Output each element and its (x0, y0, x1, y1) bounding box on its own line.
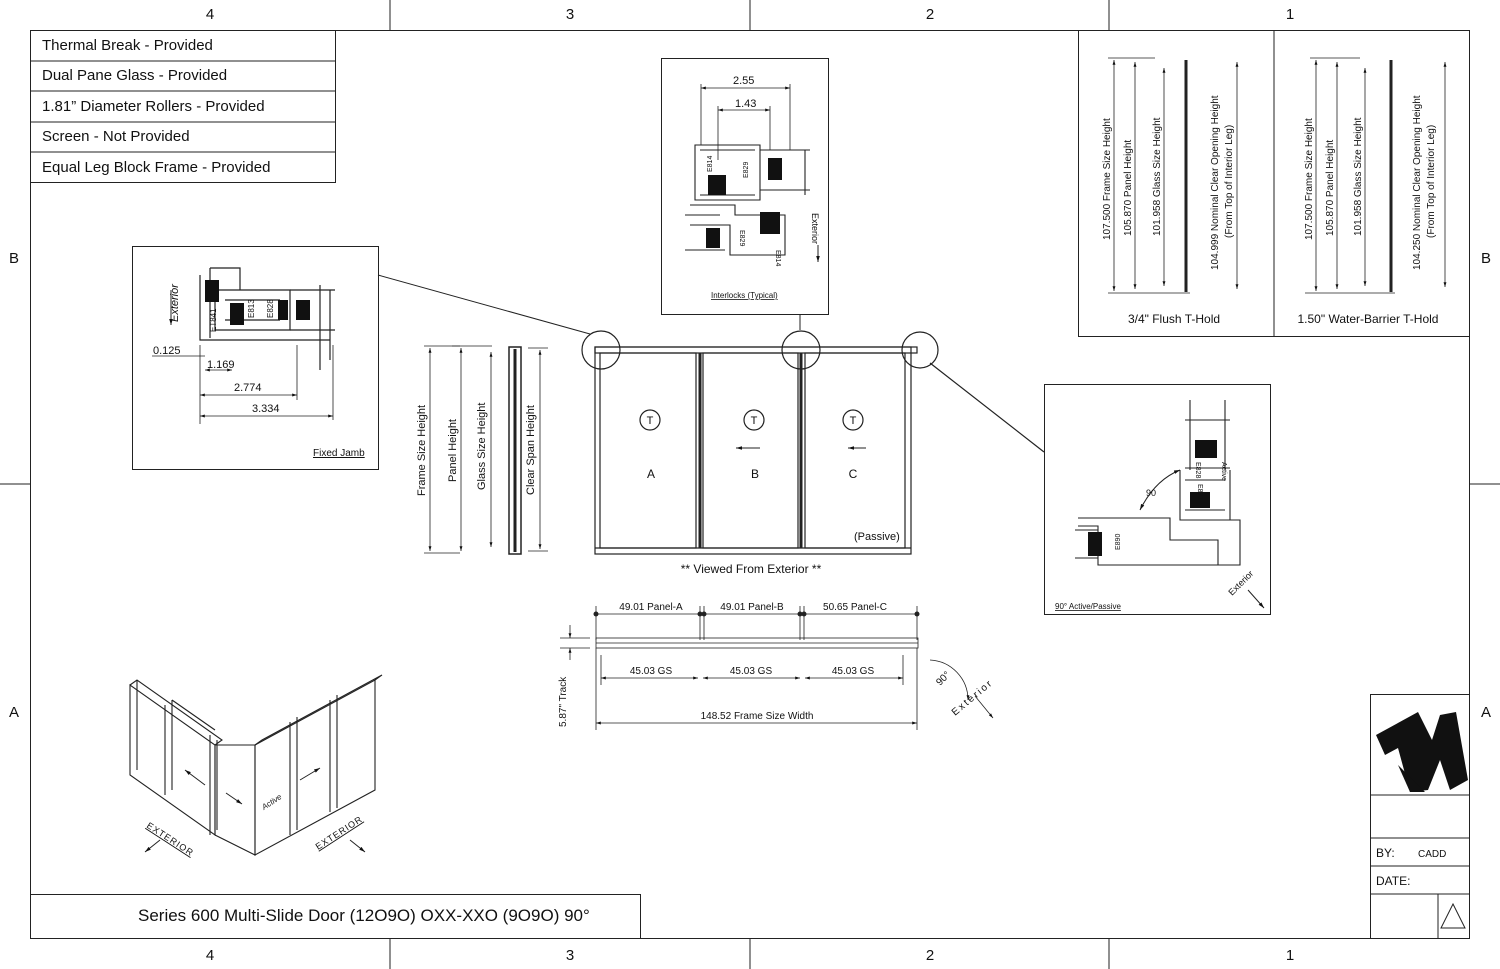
by-value: CADD (1418, 849, 1446, 860)
threshold-dim: 105.870 Panel Height (1325, 140, 1336, 236)
grid-row-label: A (1481, 704, 1491, 721)
drawing-title: Series 600 Multi-Slide Door (12O9O) OXX-… (138, 906, 590, 925)
dim-label: 1.169 (207, 359, 235, 371)
grid-col-label: 2 (926, 947, 934, 964)
active-label: Active (259, 792, 283, 812)
track-label: 5.87" Track (558, 676, 569, 727)
feature-row: Thermal Break - Provided (42, 37, 213, 54)
part-label: E814 (774, 250, 781, 266)
part-label: Active (1220, 462, 1227, 481)
dim-label: 2.55 (733, 75, 754, 87)
grid-col-label: 4 (206, 947, 214, 964)
panel-width: 49.01 Panel-A (619, 602, 683, 613)
plan-view: 49.01 Panel-A 49.01 Panel-B 50.65 Panel-… (558, 602, 996, 730)
triangle-revision-icon (1440, 902, 1466, 929)
threshold-dim: (From Top of Interior Leg) (1426, 125, 1437, 238)
by-label: BY: (1376, 846, 1395, 860)
glass-width: 45.03 GS (630, 666, 673, 677)
grid-row-label: B (1481, 250, 1491, 267)
part-label: E813 (247, 299, 256, 318)
leader-line (377, 274, 591, 335)
angle-label: 90° (934, 670, 952, 688)
frame-width: 148.52 Frame Size Width (701, 711, 814, 722)
part-label: E871 (1196, 484, 1203, 500)
height-label: Frame Size Height (416, 405, 428, 496)
height-label: Clear Span Height (525, 405, 537, 495)
isometric-view (129, 674, 383, 856)
grid-row-label: A (9, 704, 19, 721)
part-label: E828 (1194, 462, 1201, 478)
w-logo-icon (1376, 712, 1468, 792)
detail-caption: Interlocks (Typical) (711, 291, 778, 300)
grid-row-label: B (9, 250, 19, 267)
feature-row: Dual Pane Glass - Provided (42, 67, 227, 84)
detail-caption: Fixed Jamb (313, 448, 365, 459)
features-table: Thermal Break - Provided Dual Pane Glass… (30, 30, 336, 183)
exterior-label: EXTERIOR (145, 820, 196, 858)
isometric-arrows (144, 767, 366, 853)
detail-caption: 90° Active/Passive (1055, 602, 1121, 611)
feature-row: Equal Leg Block Frame - Provided (42, 159, 270, 176)
threshold-dim: 101.958 Glass Size Height (1152, 117, 1163, 236)
grid-labels: 4 3 2 1 4 3 2 1 B B A A (9, 6, 1491, 964)
panel-width: 49.01 Panel-B (720, 602, 784, 613)
threshold-dim: 104.999 Nominal Clear Opening Height (1210, 95, 1221, 270)
dim-label: 3.334 (252, 403, 280, 415)
dim-label: 0.125 (153, 345, 181, 357)
height-label: Glass Size Height (476, 403, 488, 490)
date-label: DATE: (1376, 874, 1410, 888)
feature-row: 1.81” Diameter Rollers - Provided (42, 98, 265, 115)
door-elevation: T T T A B C (Passive) ** Viewed From Ext… (581, 330, 1045, 576)
interlocks-detail: 2.55 1.43 E814 E829 E814 E829 Exterior I… (661, 58, 829, 330)
dim-label: 1.43 (735, 98, 756, 110)
part-label: E829 (738, 230, 745, 246)
passive-label: (Passive) (854, 531, 900, 543)
threshold-dim: 105.870 Panel Height (1123, 140, 1134, 236)
title-block: BY: CADD DATE: (1370, 694, 1470, 939)
grid-col-label: 3 (566, 6, 574, 23)
panel-label: C (849, 467, 858, 481)
threshold-dim: 107.500 Frame Size Height (1304, 118, 1315, 240)
glass-width: 45.03 GS (730, 666, 773, 677)
dim-label: 2.774 (234, 382, 262, 394)
grid-col-label: 1 (1286, 6, 1294, 23)
threshold-caption: 1.50" Water-Barrier T-Hold (1298, 312, 1439, 326)
height-dimensions: Frame Size Height Panel Height Glass Siz… (416, 345, 548, 555)
corner-detail: E828 Active E871 E890 90 Exterior 90° Ac… (1044, 384, 1271, 615)
feature-row: Screen - Not Provided (42, 128, 190, 145)
part-label: ET841 (209, 308, 218, 332)
fixed-jamb-detail: ET841 E813 E828 Exterior 0.125 1.169 2.7… (132, 246, 591, 470)
elevation-caption: ** Viewed From Exterior ** (681, 562, 822, 576)
threshold-dim: 107.500 Frame Size Height (1102, 118, 1113, 240)
tempered-mark: T (751, 415, 758, 427)
threshold-panel: 107.500 Frame Size Height 105.870 Panel … (1078, 30, 1470, 337)
threshold-dim: 101.958 Glass Size Height (1353, 117, 1364, 236)
part-label: E828 (266, 299, 275, 318)
grid-col-label: 3 (566, 947, 574, 964)
height-label: Panel Height (447, 419, 459, 482)
exterior-label: Exterior (810, 213, 820, 244)
panel-width: 50.65 Panel-C (823, 602, 887, 613)
panel-label: B (751, 467, 759, 481)
grid-col-label: 4 (206, 6, 214, 23)
exterior-label: Exterior (169, 283, 181, 322)
angle-label: 90 (1146, 488, 1156, 498)
threshold-dim: (From Top of Interior Leg) (1224, 125, 1235, 238)
threshold-dim: 104.250 Nominal Clear Opening Height (1412, 95, 1423, 270)
title-strip: Series 600 Multi-Slide Door (12O9O) OXX-… (30, 894, 641, 939)
part-label: E829 (743, 162, 750, 178)
glass-width: 45.03 GS (832, 666, 875, 677)
tempered-mark: T (647, 415, 654, 427)
tempered-mark: T (850, 415, 857, 427)
grid-col-label: 2 (926, 6, 934, 23)
part-label: E890 (1115, 534, 1122, 550)
panel-label: A (647, 467, 655, 481)
threshold-caption: 3/4" Flush T-Hold (1128, 312, 1220, 326)
grid-col-label: 1 (1286, 947, 1294, 964)
part-label: E814 (707, 156, 714, 172)
